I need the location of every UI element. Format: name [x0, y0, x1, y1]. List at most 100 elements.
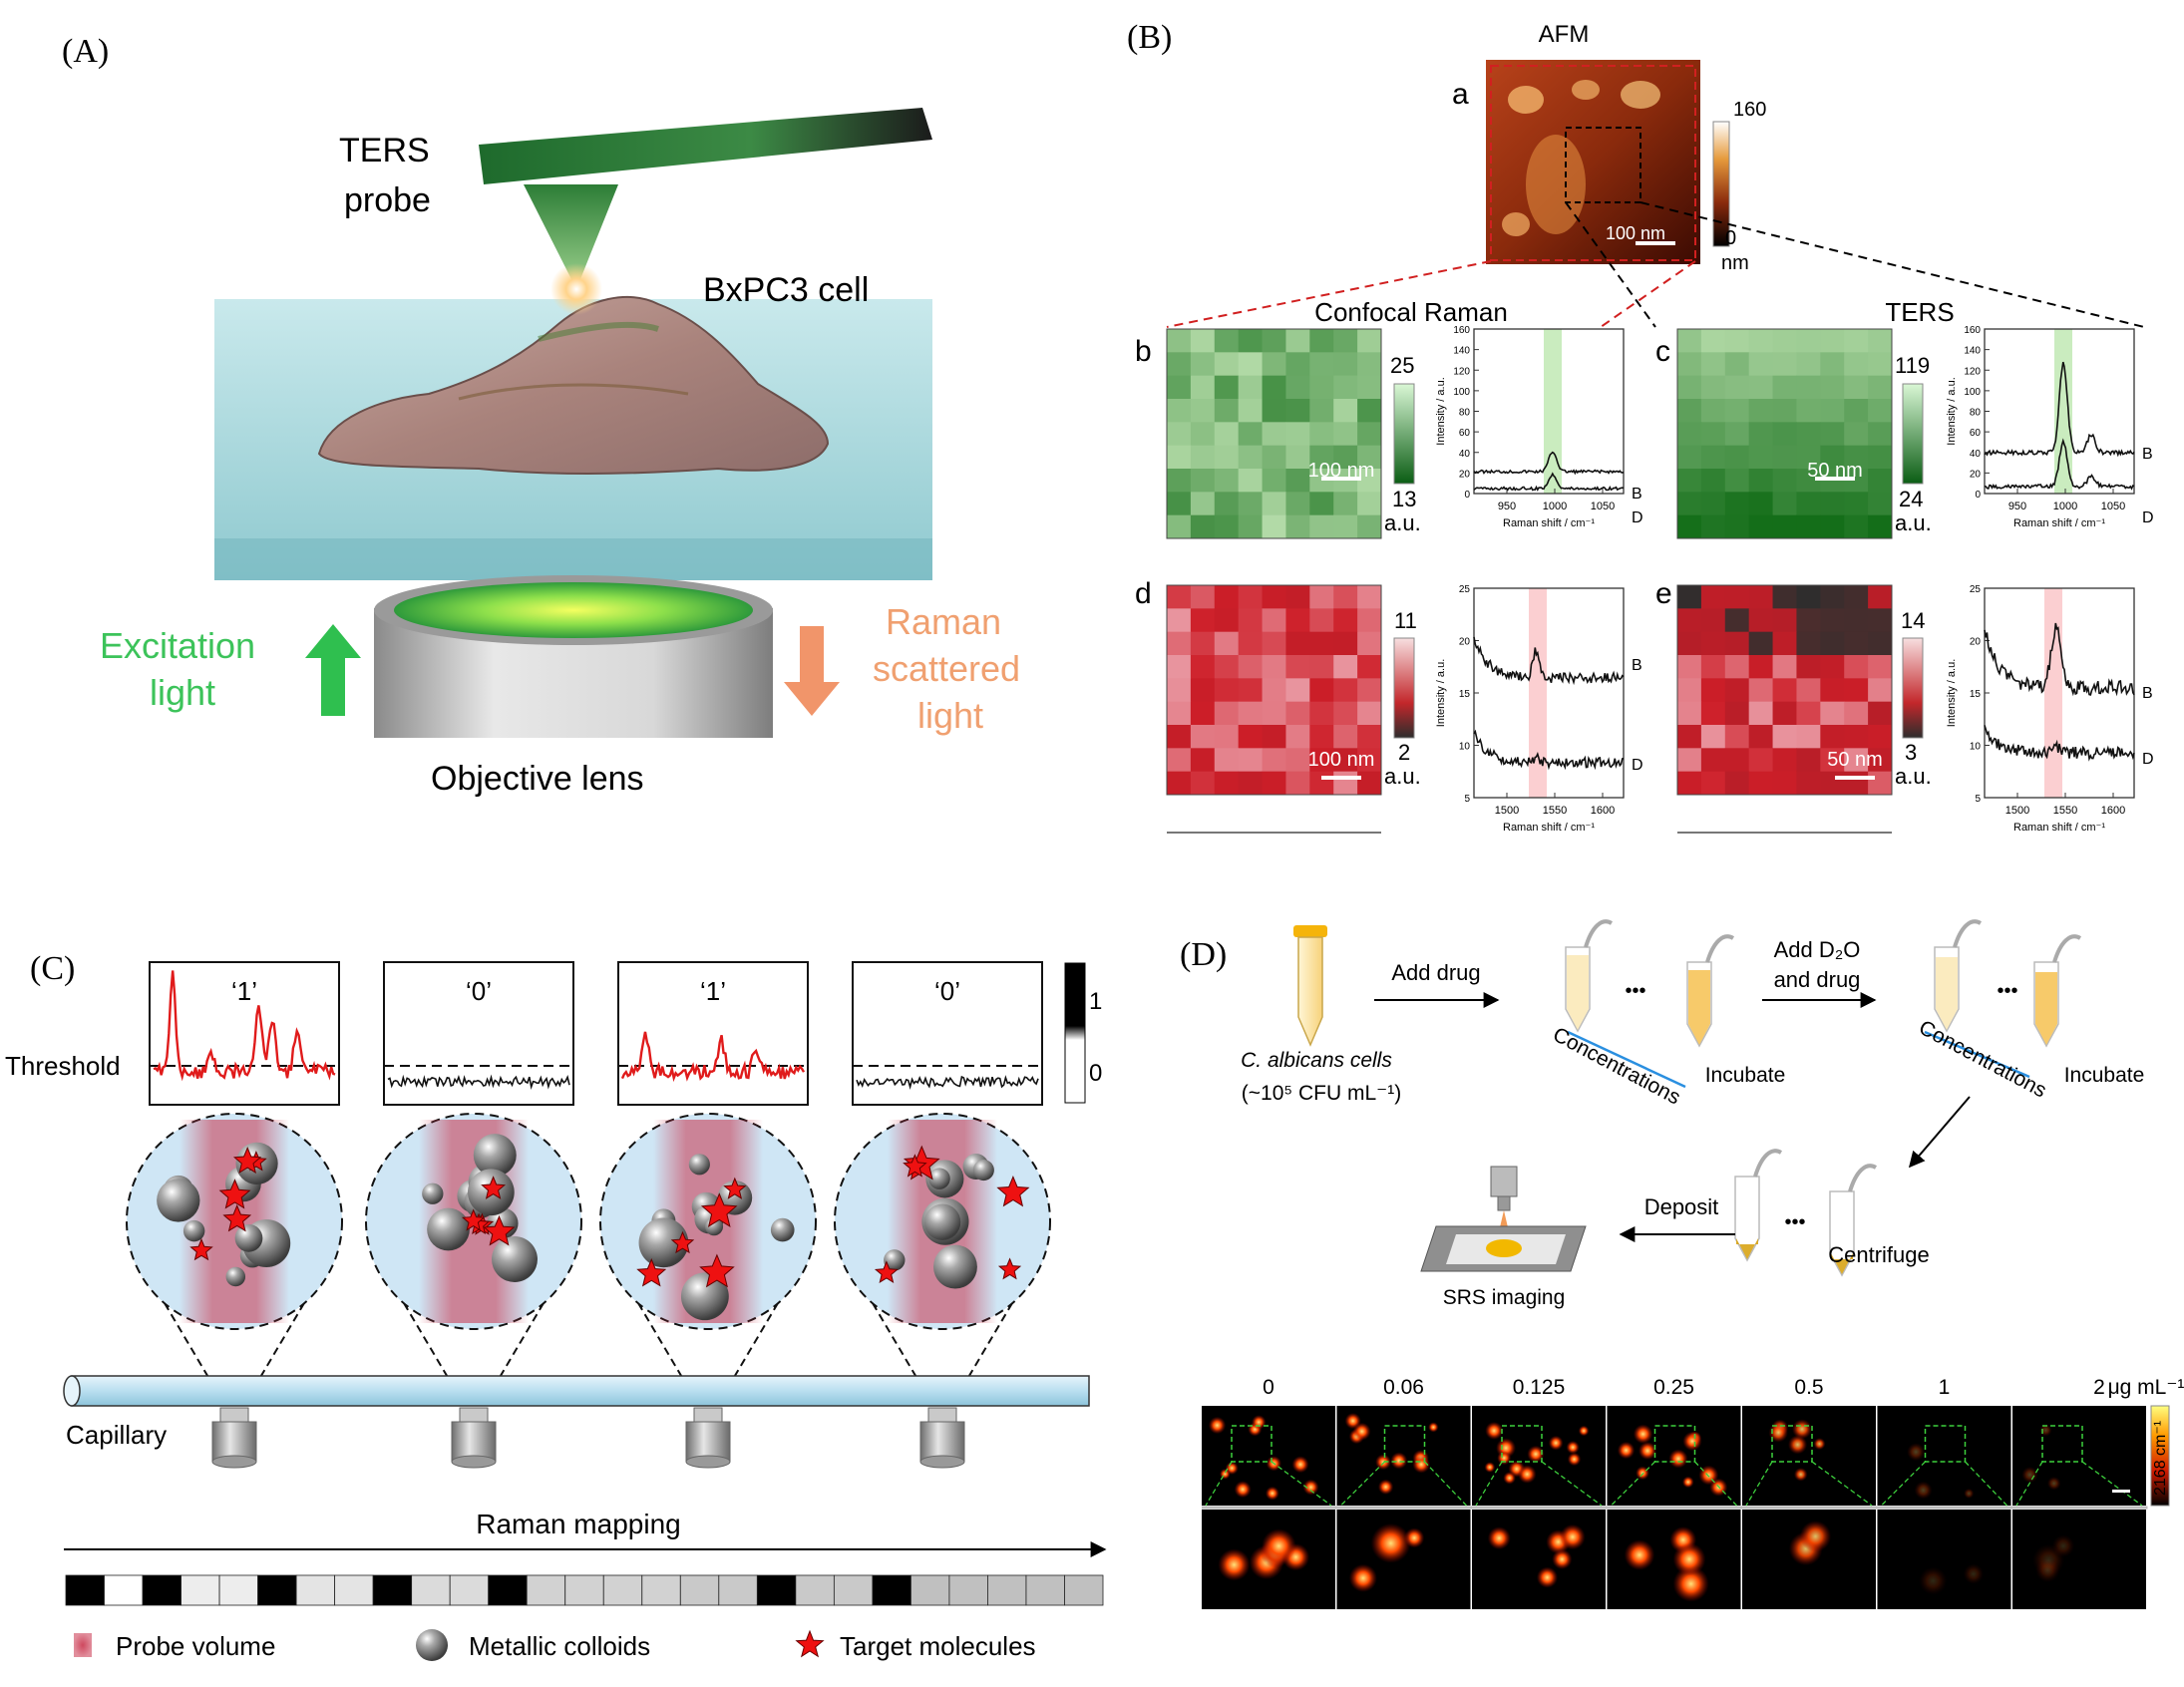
srs-zoom-image — [1336, 1510, 1471, 1609]
map-d-scale-label: 100 nm — [1308, 749, 1375, 771]
srs-cell-signal — [1668, 1449, 1688, 1469]
map-pixel — [1700, 375, 1726, 400]
spectrum-trace — [1984, 622, 2135, 697]
trace-label: B — [1632, 486, 1642, 503]
map-pixel — [1724, 422, 1750, 447]
map-pixel — [1214, 771, 1240, 796]
srs-cell-signal — [1219, 1468, 1231, 1480]
map-pixel — [1167, 701, 1192, 726]
tube — [1565, 919, 1614, 1033]
y-tick-label: 160 — [1964, 325, 1981, 336]
srs-zoom-signal — [1536, 1566, 1559, 1588]
trace-label: B — [1632, 657, 1642, 674]
tube-ellipsis: ••• — [1784, 1211, 1805, 1233]
map-pixel — [1357, 329, 1382, 353]
map-pixel — [1214, 608, 1240, 633]
map-pixel — [1724, 655, 1750, 679]
map-pixel — [1333, 422, 1358, 447]
target-molecule — [903, 1154, 927, 1178]
map-pixel — [1262, 469, 1286, 493]
tube-cap-hinge — [1584, 919, 1614, 948]
map-c-cb-unit: a.u. — [1895, 510, 1932, 535]
panel-c: (C) Threshold ‘1’‘0’‘1’‘0’ 1 0 Capillary… — [5, 950, 1107, 1661]
map-pixel — [1748, 771, 1774, 796]
target-molecule — [189, 1237, 213, 1261]
srs-cell-signal — [1907, 1443, 1926, 1462]
map-b-cb-min: 13 — [1392, 487, 1416, 511]
map-pixel — [1700, 514, 1726, 539]
excitation-label-1: Excitation — [100, 625, 255, 666]
panel-d: (D) C. albicans cells (~10⁵ CFU mL⁻¹) Ad… — [1180, 919, 2184, 1609]
srs-cell-signal — [2046, 1476, 2061, 1491]
tube-ellipsis: ••• — [1625, 980, 1645, 1002]
srs-zoom-signal — [1560, 1523, 1586, 1550]
map-pixel — [1285, 375, 1310, 400]
map-pixel — [1677, 399, 1702, 423]
capillary-end — [63, 1375, 81, 1407]
srs-zoom-signal — [1552, 1548, 1573, 1569]
zoom-region-box — [1924, 1425, 1967, 1463]
panel-label-a: (A) — [62, 33, 109, 70]
zoom-region-box — [2041, 1425, 2083, 1463]
map-pixel — [1238, 678, 1264, 703]
concentration-label: 0 — [1263, 1376, 1274, 1399]
tube-cap-hinge — [1848, 1164, 1878, 1192]
map-pixel — [1238, 329, 1264, 353]
map-pixel — [1262, 631, 1286, 656]
map-pixel — [1796, 329, 1821, 353]
objective-tip — [927, 1407, 957, 1423]
barcode-cell — [987, 1574, 1027, 1606]
srs-cell-signal — [1484, 1462, 1496, 1473]
srs-zoom-signal — [1348, 1563, 1377, 1592]
map-pixel — [1844, 678, 1869, 703]
map-pixel — [1167, 748, 1192, 773]
map-pixel — [1772, 492, 1797, 516]
y-tick-label: 5 — [1975, 794, 1981, 805]
srs-zoom-image — [1472, 1510, 1606, 1609]
target-molecule — [222, 1203, 252, 1232]
map-pixel — [1868, 469, 1893, 493]
binary-cb-min: 0 — [1089, 1060, 1102, 1087]
target-molecule — [997, 1257, 1022, 1280]
map-pixel — [1796, 492, 1821, 516]
map-pixel — [1357, 748, 1382, 773]
map-pixel — [1700, 655, 1726, 679]
barcode-cell — [372, 1574, 413, 1606]
trace-label: D — [2142, 751, 2154, 768]
map-pixel — [1677, 514, 1702, 539]
tube — [1829, 1164, 1878, 1277]
map-pixel — [1333, 631, 1358, 656]
binary-cb-max: 1 — [1089, 988, 1102, 1015]
zoom-guide — [1811, 1461, 1873, 1507]
map-pixel — [1820, 725, 1845, 749]
x-axis-label: Raman shift / cm⁻¹ — [2013, 517, 2105, 529]
srs-label: SRS imaging — [1443, 1286, 1566, 1309]
map-pixel — [1285, 771, 1310, 796]
map-pixel — [1238, 771, 1264, 796]
map-pixel — [1700, 329, 1726, 353]
map-pixel — [1748, 748, 1774, 773]
x-axis-label: Raman shift / cm⁻¹ — [2013, 822, 2105, 834]
metallic-colloid — [225, 1266, 246, 1287]
legend-colloid-swatch — [416, 1629, 448, 1661]
map-pixel — [1214, 514, 1240, 539]
map-e-cb-unit: a.u. — [1895, 764, 1932, 789]
map-pixel — [1167, 725, 1192, 749]
map-pixel — [1724, 352, 1750, 377]
map-pixel — [1190, 375, 1216, 400]
map-e-cb-max: 14 — [1901, 608, 1925, 633]
afm-scale-label: 100 nm — [1606, 223, 1665, 243]
map-pixel — [1262, 701, 1286, 726]
y-axis-label: Intensity / a.u. — [1435, 377, 1447, 445]
target-molecule — [996, 1175, 1030, 1207]
spectrum-trace — [1984, 725, 2135, 762]
barcode-cell — [602, 1574, 643, 1606]
srs-cell-signal — [1682, 1431, 1702, 1452]
y-tick-label: 40 — [1459, 449, 1471, 460]
map-pixel — [1333, 375, 1358, 400]
map-pixel — [1868, 399, 1893, 423]
map-pixel — [1333, 585, 1358, 609]
map-pixel — [1167, 469, 1192, 493]
